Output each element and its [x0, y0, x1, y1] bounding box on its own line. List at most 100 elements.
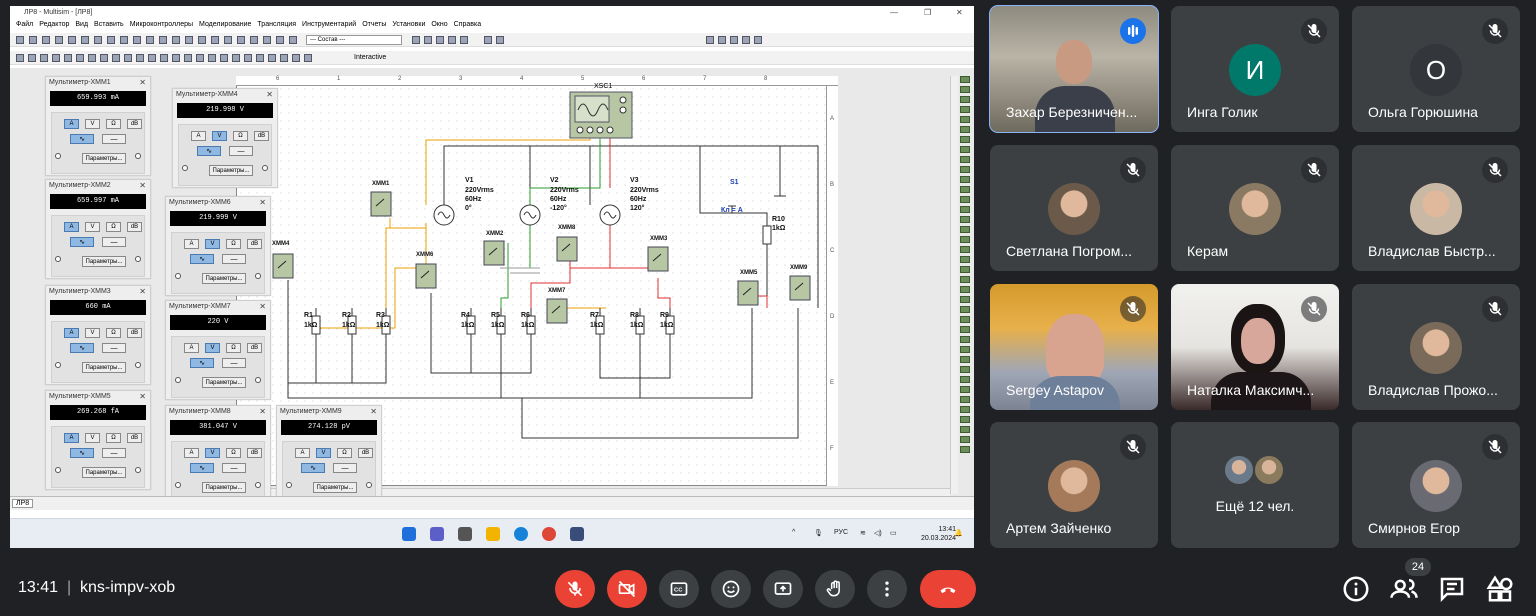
multimeter-title-bar[interactable]: Мультиметр-XMM4✕ — [173, 89, 277, 101]
switch-s1[interactable] — [715, 205, 750, 214]
toolbar1-tool-icon[interactable] — [185, 36, 193, 44]
participant-tile[interactable]: Светлана Погром... — [990, 145, 1158, 271]
widgets-icon[interactable] — [430, 527, 444, 541]
leave-call-button[interactable] — [920, 570, 976, 608]
component-combo[interactable]: --- Состав --- — [306, 35, 402, 45]
participant-tile[interactable]: Sergey Astapov — [990, 284, 1158, 410]
instrument-tool-icon[interactable] — [960, 256, 970, 263]
menu-item[interactable]: Отчеты — [362, 21, 387, 28]
mm-mode-button[interactable]: A — [64, 222, 79, 232]
toolbar2-tool-icon[interactable] — [64, 54, 72, 62]
parameters-button[interactable]: Параметры... — [313, 482, 357, 493]
dc-line-icon[interactable]: — — [222, 358, 246, 368]
toolbar1-tool-icon[interactable] — [276, 36, 284, 44]
instrument-tool-icon[interactable] — [960, 106, 970, 113]
multimeter-title-bar[interactable]: Мультиметр-XMM1✕ — [46, 77, 150, 89]
instrument-tool-icon[interactable] — [960, 296, 970, 303]
close-icon[interactable]: ✕ — [370, 407, 377, 416]
mm-mode-button[interactable]: A — [64, 328, 79, 338]
dc-line-icon[interactable]: — — [333, 463, 357, 473]
toolbar1-tool-icon[interactable] — [159, 36, 167, 44]
toolbar1-tool-icon[interactable] — [55, 36, 63, 44]
instrument-tool-icon[interactable] — [960, 386, 970, 393]
multimeter-symbol[interactable] — [789, 275, 811, 301]
resistor-r10[interactable] — [762, 225, 772, 245]
file-explorer-icon[interactable] — [486, 527, 500, 541]
mm-mode-button[interactable]: V — [205, 448, 220, 458]
mm-mode-button[interactable]: Ω — [106, 222, 121, 232]
reactions-button[interactable] — [711, 570, 751, 608]
instrument-tool-icon[interactable] — [960, 436, 970, 443]
toolbar2-tool-icon[interactable] — [124, 54, 132, 62]
captions-button[interactable]: CC — [659, 570, 699, 608]
instrument-tool-icon[interactable] — [960, 76, 970, 83]
mm-mode-button[interactable]: dB — [127, 328, 142, 338]
toolbar1-tool-icon[interactable] — [29, 36, 37, 44]
instrument-tool-icon[interactable] — [960, 346, 970, 353]
menu-item[interactable]: Инструментарий — [302, 21, 357, 28]
instrument-tool-icon[interactable] — [960, 316, 970, 323]
instrument-tool-icon[interactable] — [960, 266, 970, 273]
participant-tile[interactable]: Захар Березничен... — [989, 5, 1159, 133]
instrument-tool-icon[interactable] — [960, 356, 970, 363]
multimeter-symbol[interactable] — [556, 236, 578, 262]
instrument-tool-icon[interactable] — [960, 186, 970, 193]
mm-mode-button[interactable]: A — [295, 448, 310, 458]
toolbar2-tool-icon[interactable] — [88, 54, 96, 62]
toolbar2-tool-icon[interactable] — [208, 54, 216, 62]
menu-item[interactable]: Справка — [453, 21, 482, 28]
multimeter-symbol[interactable] — [415, 263, 437, 289]
mm-mode-button[interactable]: V — [212, 131, 227, 141]
mm-mode-button[interactable]: dB — [127, 433, 142, 443]
people-button[interactable] — [1389, 574, 1419, 604]
toolbar1-tool-icon[interactable] — [172, 36, 180, 44]
toolbar2-tool-icon[interactable] — [220, 54, 228, 62]
instrument-tool-icon[interactable] — [960, 236, 970, 243]
toolbar1-tool-icon[interactable] — [120, 36, 128, 44]
menu-item[interactable]: Трансляция — [257, 21, 297, 28]
mm-mode-button[interactable]: Ω — [337, 448, 352, 458]
menu-item[interactable]: Микроконтроллеры — [129, 21, 194, 28]
mm-mode-button[interactable]: Ω — [233, 131, 248, 141]
mm-mode-button[interactable]: A — [184, 239, 199, 249]
instrument-tool-icon[interactable] — [960, 136, 970, 143]
toolbar2-tool-icon[interactable] — [76, 54, 84, 62]
tray-chevron-icon[interactable]: ^ — [792, 529, 796, 536]
multimeter-title-bar[interactable]: Мультиметр-XMM9✕ — [277, 406, 381, 418]
toolbar2-tool-icon[interactable] — [28, 54, 36, 62]
toolbar1-tool-icon[interactable] — [754, 36, 762, 44]
toolbar1-tool-icon[interactable] — [706, 36, 714, 44]
dc-line-icon[interactable]: — — [102, 343, 126, 353]
instrument-tool-icon[interactable] — [960, 376, 970, 383]
multimeter-symbol[interactable] — [647, 246, 669, 272]
mm-mode-button[interactable]: Ω — [106, 328, 121, 338]
mm-mode-button[interactable]: A — [184, 343, 199, 353]
mm-mode-button[interactable]: dB — [127, 119, 142, 129]
mm-mode-button[interactable]: Ω — [226, 343, 241, 353]
oscilloscope-xsc1[interactable] — [569, 91, 633, 139]
parameters-button[interactable]: Параметры... — [82, 256, 126, 267]
dc-line-icon[interactable]: — — [102, 448, 126, 458]
instrument-tool-icon[interactable] — [960, 126, 970, 133]
toolbar1-tool-icon[interactable] — [42, 36, 50, 44]
terminal-plus[interactable] — [175, 482, 181, 488]
toolbar1-tool-icon[interactable] — [107, 36, 115, 44]
multimeter-title-bar[interactable]: Мультиметр-XMM8✕ — [166, 406, 270, 418]
toolbar2-tool-icon[interactable] — [100, 54, 108, 62]
meeting-info-button[interactable] — [1341, 574, 1371, 604]
menu-item[interactable]: Файл — [16, 21, 34, 28]
volume-icon[interactable]: ◁) — [874, 530, 882, 537]
ac-wave-icon[interactable]: ∿ — [190, 463, 214, 473]
mm-mode-button[interactable]: Ω — [226, 239, 241, 249]
mm-mode-button[interactable]: V — [85, 222, 100, 232]
mm-mode-button[interactable]: dB — [247, 239, 262, 249]
parameters-button[interactable]: Параметры... — [82, 153, 126, 164]
instrument-tool-icon[interactable] — [960, 246, 970, 253]
toolbar1-tool-icon[interactable] — [289, 36, 297, 44]
toolbar1-tool-icon[interactable] — [133, 36, 141, 44]
wifi-icon[interactable]: ≋ — [860, 530, 866, 537]
close-icon[interactable]: ✕ — [956, 8, 963, 17]
